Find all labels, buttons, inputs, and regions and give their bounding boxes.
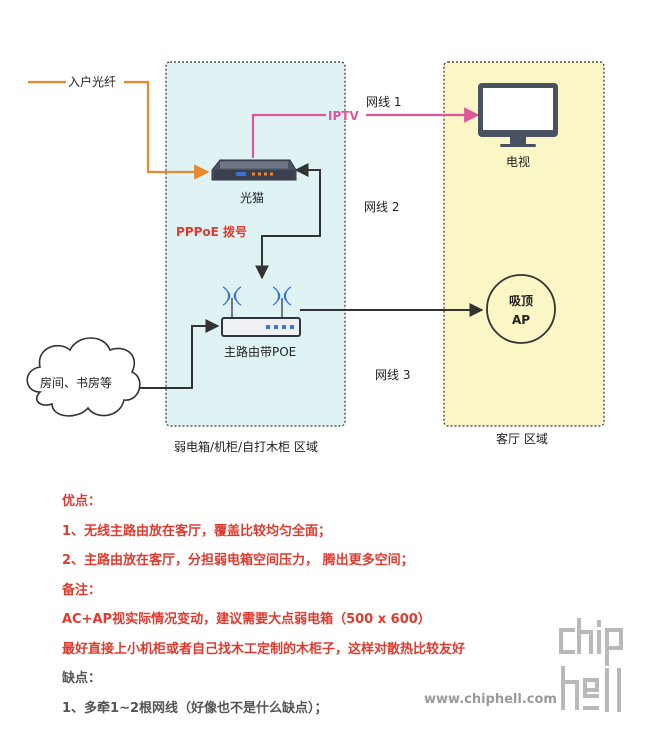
- fiber-line: [28, 80, 208, 172]
- cable-1-label: 网线 1: [366, 95, 401, 109]
- zone-living-label: 客厅 区域: [496, 431, 548, 446]
- network-diagram: 入户光纤 光猫 PPPoE 拨号 IPTV 网线 1 网线 2 网线 3 电视 …: [26, 61, 605, 454]
- note-line: 备注：: [62, 582, 102, 598]
- modem-icon: [211, 159, 297, 181]
- note-line: 1、多牵1~2根网线（好像也不是什么缺点）；: [62, 700, 328, 716]
- pppoe-label: PPPoE 拨号: [176, 224, 247, 239]
- note-line: 最好直接上小机柜或者自己找木工定制的木柜子，这样对散热比较友好: [62, 641, 466, 657]
- cable-3-label: 网线 3: [375, 368, 410, 382]
- rooms-label: 房间、书房等: [40, 375, 112, 390]
- iptv-line: [251, 115, 478, 158]
- rooms-cloud-icon: [26, 337, 141, 417]
- note-line: 1、无线主路由放在客厅，覆盖比较均匀全面；: [62, 523, 332, 539]
- chiphell-logo-icon: [559, 618, 623, 712]
- router-label: 主路由带POE: [224, 344, 296, 359]
- ap-label-line1: 吸顶: [509, 294, 533, 308]
- note-line: AC+AP视实际情况变动，建议需要大点弱电箱（500 x 600）: [62, 612, 431, 627]
- iptv-label: IPTV: [328, 109, 359, 123]
- note-line: 2、主路由放在客厅，分担弱电箱空间压力， 腾出更多空间；: [62, 553, 414, 568]
- modem-label: 光猫: [240, 191, 264, 205]
- ap-label-line2: AP: [512, 313, 530, 327]
- zone-cabinet-label: 弱电箱/机柜/自打木柜 区域: [174, 439, 318, 454]
- zone-living-box: [443, 61, 605, 427]
- tv-label: 电视: [506, 154, 530, 169]
- router-icon: [221, 286, 301, 337]
- note-line: 优点：: [62, 494, 102, 509]
- fiber-in-label: 入户光纤: [68, 74, 116, 89]
- cable-2-line: [255, 163, 321, 280]
- ceiling-ap-icon: [486, 274, 556, 344]
- tv-icon: [478, 83, 558, 147]
- watermark-site: www.chiphell.com: [424, 692, 557, 707]
- cable-2-label: 网线 2: [364, 200, 399, 214]
- notes-section: 优点： 1、无线主路由放在客厅，覆盖比较均匀全面； 2、主路由放在客厅，分担弱电…: [62, 487, 642, 723]
- note-line: 缺点：: [62, 671, 102, 686]
- rooms-cable-line: [132, 319, 220, 389]
